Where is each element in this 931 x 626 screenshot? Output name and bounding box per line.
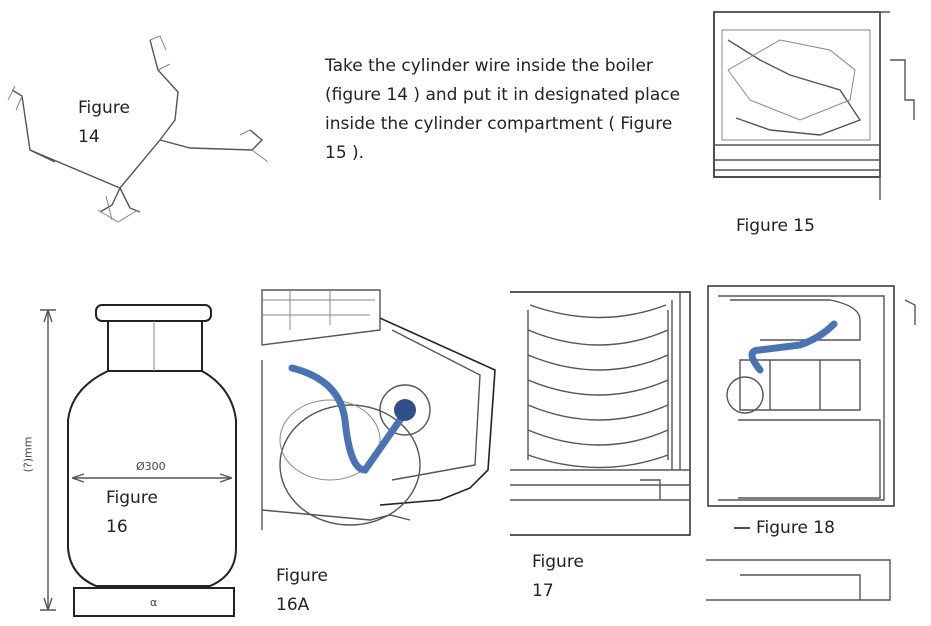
cylinder-valve — [394, 399, 416, 421]
figure-16-label: Figure 16 — [106, 488, 158, 537]
diameter-mark: Ø300 — [136, 460, 166, 473]
figure-16a-label: Figure 16A — [276, 566, 328, 615]
figure-14-label: Figure 14 — [78, 98, 130, 147]
wire-highlight — [288, 364, 404, 474]
wire-highlight — [748, 320, 838, 374]
cylinder-wire-shape — [7, 35, 269, 223]
base-mark: α — [150, 596, 158, 609]
figure-17-label: Figure 17 — [532, 552, 584, 601]
figure-18-label: Figure 18 — [756, 518, 835, 538]
diameter-dimension-line — [71, 473, 233, 483]
cylinder-outline — [67, 304, 237, 617]
height-dimension-line — [40, 309, 56, 611]
instruction-text: Take the cylinder wire inside the boiler… — [325, 56, 681, 163]
figure-15-label: Figure 15 — [736, 216, 815, 236]
